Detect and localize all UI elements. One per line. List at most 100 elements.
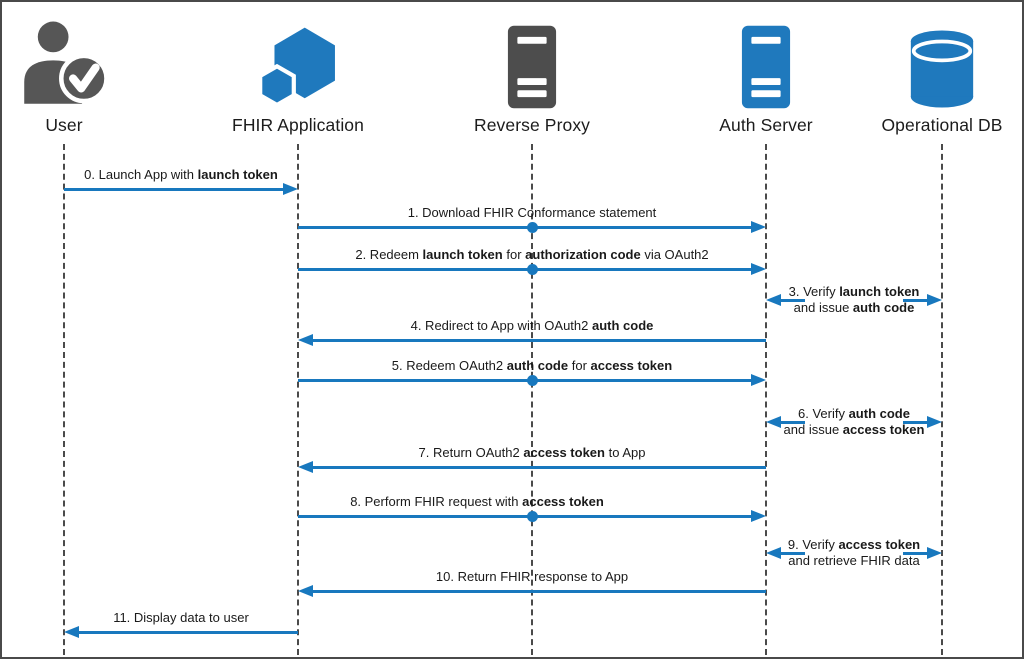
message-text: for — [502, 247, 526, 262]
message-label: 4. Redirect to App with OAuth2 auth code — [411, 318, 654, 333]
message-text: for — [568, 358, 591, 373]
message-text: 9. Verify — [787, 537, 839, 552]
message-arrow-line — [311, 338, 766, 342]
message-label-line: 3. Verify launch token — [789, 284, 920, 300]
arrowhead-left — [298, 461, 313, 473]
actor-label: Auth Server — [719, 115, 813, 135]
message-text-bold: authorization code — [525, 247, 641, 262]
user-check-icon — [2, 14, 149, 110]
arrowhead-left — [64, 626, 79, 638]
message-text: to App — [604, 445, 646, 460]
message-text: and issue — [783, 421, 843, 437]
proxy-pass-dot — [526, 374, 538, 386]
message-text-bold: access token — [523, 445, 605, 460]
message-label: 8. Perform FHIR request with access toke… — [350, 494, 604, 509]
message-label: 11. Display data to user — [113, 610, 249, 625]
message-arrow-line — [903, 298, 929, 302]
message-text-bold: auth code — [848, 406, 910, 421]
lifeline-reverse-proxy — [531, 144, 533, 655]
arrowhead-right — [283, 183, 298, 195]
message-label: 10. Return FHIR response to App — [436, 569, 628, 584]
message-text-bold: auth code — [506, 358, 569, 373]
message-text: 3. Verify — [788, 284, 840, 299]
actor-auth-server: Auth Server — [681, 14, 851, 136]
message-text-bold: launch token — [422, 247, 503, 262]
lifeline-operational-db — [941, 144, 943, 655]
arrowhead-left — [298, 585, 313, 597]
message-arrow-line — [77, 630, 298, 634]
message-text: 10. Return FHIR response to App — [435, 569, 629, 584]
message-text-bold: launch token — [197, 167, 278, 182]
message-arrow-line — [298, 225, 753, 229]
message-text: 0. Launch App with — [84, 167, 198, 182]
message-arrow-line — [311, 465, 766, 469]
arrowhead-right — [927, 547, 942, 559]
message-text-bold: access token — [590, 358, 673, 373]
server-icon — [681, 14, 851, 110]
message-arrow-line — [779, 551, 805, 555]
proxy-pass-dot — [526, 510, 538, 522]
arrowhead-right — [751, 374, 766, 386]
proxy-pass-dot — [526, 221, 538, 233]
message-label-line: and issue auth code — [789, 300, 920, 316]
server-icon — [447, 14, 617, 110]
arrowhead-left — [766, 547, 781, 559]
database-icon — [857, 14, 1022, 110]
actor-label: User — [45, 115, 83, 135]
message-text-bold: auth code — [591, 318, 654, 333]
actor-label: Operational DB — [881, 115, 1003, 135]
message-text: via OAuth2 — [640, 247, 709, 262]
message-text-bold: auth code — [852, 299, 915, 315]
message-arrow-line — [298, 267, 753, 271]
actor-label: FHIR Application — [232, 115, 364, 135]
message-arrow-line — [903, 420, 929, 424]
message-arrow-line — [903, 551, 929, 555]
lifeline-fhir-application — [297, 144, 299, 655]
arrowhead-left — [298, 334, 313, 346]
message-arrow-line — [64, 187, 285, 191]
message-arrow-line — [779, 298, 805, 302]
message-label: 2. Redeem launch token for authorization… — [355, 247, 708, 262]
actor-reverse-proxy: Reverse Proxy — [447, 14, 617, 136]
message-label: 1. Download FHIR Conformance statement — [408, 205, 657, 220]
message-label: 7. Return OAuth2 access token to App — [419, 445, 646, 460]
message-label-line: and issue access token — [784, 422, 925, 438]
message-text: and retrieve FHIR data — [788, 552, 920, 568]
message-text-bold: access token — [838, 537, 921, 552]
actor-user: User — [2, 14, 149, 136]
message-label-line: 6. Verify auth code — [784, 406, 925, 422]
arrowhead-left — [766, 416, 781, 428]
message-text: 11. Display data to user — [113, 610, 249, 625]
actor-label: Reverse Proxy — [473, 115, 591, 135]
message-text: 1. Download FHIR Conformance statement — [407, 205, 657, 220]
arrowhead-right — [751, 221, 766, 233]
message-text: 6. Verify — [798, 406, 849, 421]
message-text-bold: access token — [842, 421, 925, 437]
arrowhead-right — [751, 263, 766, 275]
message-text: 8. Perform FHIR request with — [350, 494, 523, 509]
message-label: 0. Launch App with launch token — [84, 167, 278, 182]
app-cubes-icon — [213, 14, 383, 110]
message-text: 5. Redeem OAuth2 — [391, 358, 507, 373]
lifeline-user — [63, 144, 65, 655]
message-label-line: and retrieve FHIR data — [788, 553, 920, 569]
actor-fhir-application: FHIR Application — [213, 14, 383, 136]
message-arrow-line — [298, 514, 753, 518]
proxy-pass-dot — [526, 263, 538, 275]
arrowhead-right — [927, 294, 942, 306]
message-label-line: 9. Verify access token — [788, 537, 920, 553]
lifeline-auth-server — [765, 144, 767, 655]
message-arrow-line — [779, 420, 805, 424]
arrowhead-left — [766, 294, 781, 306]
message-text: 2. Redeem — [355, 247, 423, 262]
message-arrow-line — [311, 589, 766, 593]
message-text-bold: launch token — [839, 284, 920, 299]
message-label: 5. Redeem OAuth2 auth code for access to… — [392, 358, 672, 373]
actor-operational-db: Operational DB — [857, 14, 1022, 136]
message-arrow-line — [298, 378, 753, 382]
arrowhead-right — [751, 510, 766, 522]
message-text: and issue — [793, 299, 853, 315]
